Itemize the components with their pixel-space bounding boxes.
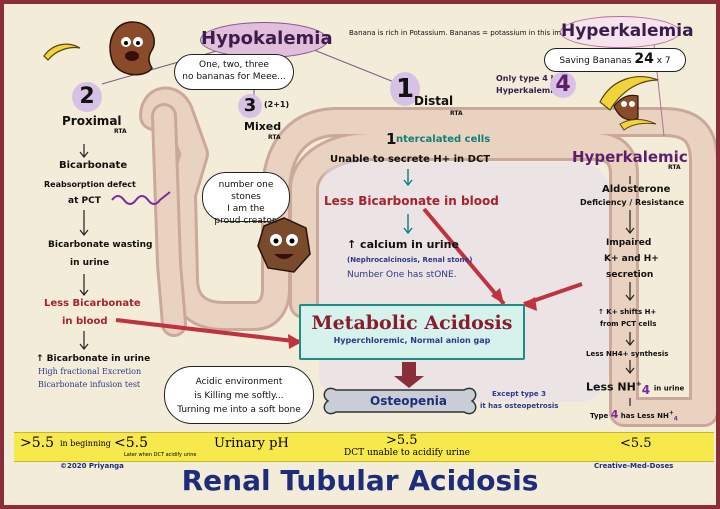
brand: Creative-Med-Doses [594,462,674,470]
except-type3-line2: it has osteopetrosis [480,402,559,410]
aldosterone: Aldosterone [602,184,671,195]
mixed-rta: RTA [268,134,281,141]
shift-line1: ↑ K+ shifts H+ [598,308,657,316]
type4-sub: 4 [673,416,678,423]
proximal-title: Proximal [62,114,122,128]
proximal-step3a: Bicarbonate wasting [48,240,153,250]
squiggle-arrow-icon [111,191,171,205]
less-nh-tail: in urine [653,384,685,393]
kidney-character-icon [109,21,155,76]
ph-note-2: Later when DCT acidify urine [124,452,197,458]
proximal-number: 2 [72,82,102,112]
except-type3-line1: Except type 3 [492,390,546,398]
mixed-sub: (2+1) [264,100,290,109]
saving-bananas-suffix: x 7 [656,56,671,66]
banana-icon [43,43,81,61]
acidic-line3: Turning me into a soft bone [177,405,301,415]
nh4-synthesis: Less NH4+ synthesis [586,350,669,358]
number-one-line3: proud creator. [214,216,278,226]
proximal-step4a: Less Bicarbonate [44,298,141,309]
saving-bananas-number: 24 [634,51,654,67]
intercalated-number: 1 [386,130,397,148]
less-nh-sup: + [635,380,642,388]
proximal-arrows [79,144,89,350]
page-title: Renal Tubular Acidosis [181,464,539,497]
one-two-three-bubble: One, two, three no bananas for Meee... [174,54,294,90]
proximal-step2b: at PCT [68,196,101,206]
distal-nephro: (Nephrocalcinosis, Renal stone) [347,256,473,264]
impaired-line3: secretion [606,270,654,280]
impaired-line1: Impaired [606,238,652,248]
proximal-step1: Bicarbonate [59,160,128,171]
acidic-line1: Acidic environment [195,377,283,387]
proximal-step3b: in urine [70,258,110,268]
arrow-to-osteopenia [394,362,424,388]
shift-line2: from PCT cells [600,320,657,328]
ph-value-4: <5.5 [620,436,652,451]
acidic-line2: is Killing me softly... [194,391,284,401]
only-type4-line1: Only type 4 has [496,74,567,83]
proximal-step5: ↑ Bicarbonate in urine [36,354,151,364]
number-one-line2: I am the [227,204,265,214]
mixed-title: Mixed [244,120,282,133]
aldosterone-deficiency: Deficiency / Resistance [580,198,684,207]
type4-pre: Type [590,412,609,420]
urinary-ph-bar: >5.5 in beginning <5.5 Later when DCT ac… [14,432,714,462]
osteopenia-label: Osteopenia [370,394,447,408]
arrow-distal [422,207,506,306]
ph-label: Urinary pH [214,436,289,451]
copyright: ©2020 Priyanga [60,462,124,470]
distal-title: Distal [414,94,454,108]
ph-note-3: DCT unable to acidify urine [344,448,470,458]
saving-bananas-text: Saving Bananas [559,56,632,66]
distal-rta: RTA [450,110,463,117]
metabolic-acidosis-subtitle: Hyperchloremic, Normal anion gap [333,336,491,345]
hypokalemia-title: Hypokalemia [200,22,333,58]
distal-calcium: ↑ calcium in urine [347,238,459,251]
metabolic-acidosis-box: Metabolic Acidosis Hyperchloremic, Norma… [299,304,525,360]
ph-value-3: >5.5 [386,433,418,448]
type4-badge: 4 [550,72,576,98]
acidic-bubble: Acidic environment is Killing me softly.… [164,366,314,424]
distal-stone: Number One has stONE. [347,270,457,280]
mixed-number: 3 [238,94,262,118]
stone-character-icon [257,217,311,273]
proximal-rta: RTA [114,128,127,135]
less-nh-sub: 4 [641,382,651,397]
proximal-step7: Bicarbonate infusion test [38,380,141,389]
arrow-proximal [115,318,303,344]
one-two-three-line1: One, two, three [199,60,269,70]
distal-unable: Unable to secrete H+ in DCT [330,154,491,165]
banana-note: Banana is rich in Potassium. Bananas = p… [349,29,575,37]
distal-number: 1 [390,72,420,106]
proximal-step2a: Reabsorption defect [44,180,136,189]
ph-value-1: >5.5 [20,435,54,451]
one-two-three-line2: no bananas for Meee... [182,72,286,82]
hyperkalemia-title: Hyperkalemia [560,16,694,48]
less-nh4-urine: Less NH+4 in urine [586,380,684,397]
type4-post: has Less NH [620,412,669,420]
ph-value-2: <5.5 [114,435,148,451]
tubule-fill [142,89,716,424]
banana-bunch-icon [599,76,659,131]
proximal-step4b: in blood [62,316,108,327]
only-type4-line2: Hyperkalemia [496,86,559,95]
type4-sup: + [668,410,674,417]
bone-icon [323,387,477,415]
hyperkalemic-title: Hyperkalemic [572,148,688,166]
number-one-line1: number one stones [218,180,274,202]
less-nh-text: Less NH [586,380,636,394]
ph-note-1: in beginning [60,439,111,448]
proximal-step6: High fractional Excretion [38,367,142,376]
type4-num: 4 [610,408,619,421]
metabolic-acidosis-title: Metabolic Acidosis [311,312,513,334]
type4-less-nh4: Type 4 has Less NH+4 [590,408,678,422]
intercalated-label: ntercalated cells [396,134,491,145]
hyperkalemic-rta: RTA [668,164,681,171]
number-one-bubble: number one stones I am the proud creator… [202,172,290,226]
saving-bananas-bubble: Saving Bananas 24 x 7 [544,48,686,72]
impaired-line2: K+ and H+ [604,254,659,264]
distal-less-bicarb: Less Bicarbonate in blood [324,194,499,208]
